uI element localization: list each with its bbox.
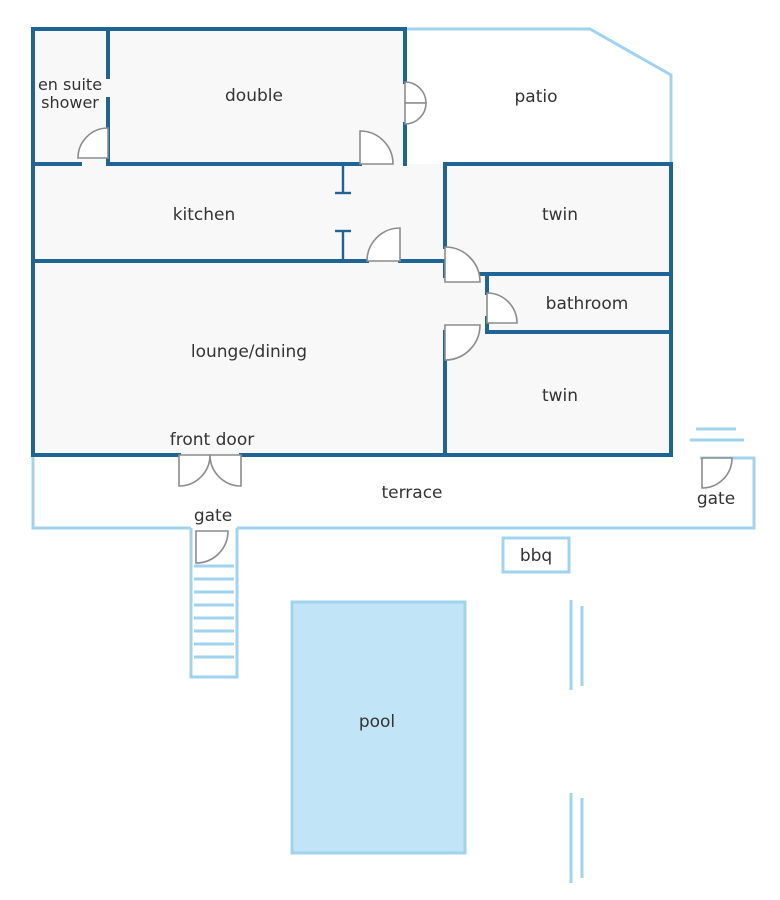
bbq-box bbox=[501, 536, 571, 574]
double-label: double bbox=[225, 86, 283, 106]
kitchen-door bbox=[366, 227, 401, 262]
bathroom-label: bathroom bbox=[546, 294, 629, 314]
double-to-hall-door bbox=[359, 130, 394, 165]
pool bbox=[290, 600, 467, 855]
room-labels: en suite shower double patio kitchen twi… bbox=[38, 75, 735, 732]
bathroom-door bbox=[486, 292, 518, 324]
ensuite-label-line2: shower bbox=[41, 93, 99, 112]
terrace-label: terrace bbox=[381, 483, 442, 503]
pool-label: pool bbox=[359, 712, 395, 732]
double-to-patio-door-upper bbox=[404, 81, 427, 104]
lounge-label: lounge/dining bbox=[191, 342, 307, 362]
ensuite-label-line1: en suite bbox=[38, 75, 102, 94]
front-door-left-leaf bbox=[178, 454, 211, 487]
double-to-patio-door-lower bbox=[404, 102, 427, 125]
twin-bottom-door bbox=[444, 324, 481, 361]
twin-top-label: twin bbox=[542, 205, 578, 225]
twin-bottom-label: twin bbox=[542, 386, 578, 406]
twin-top-door bbox=[444, 246, 481, 283]
right-gate-marks bbox=[690, 427, 744, 442]
front-door-label: front door bbox=[170, 430, 254, 450]
kitchen-label: kitchen bbox=[173, 205, 236, 225]
terrace-gate-door bbox=[701, 457, 733, 489]
patio-outline bbox=[405, 27, 673, 164]
gate-left-label: gate bbox=[194, 506, 232, 526]
doors bbox=[77, 81, 733, 564]
ensuite-door-swing bbox=[77, 127, 109, 159]
fence-lines bbox=[569, 600, 584, 883]
gate-right-label: gate bbox=[697, 489, 735, 509]
kitchen-jambs bbox=[335, 166, 351, 259]
stairs bbox=[189, 528, 239, 679]
room-fills bbox=[33, 29, 671, 455]
stair-gate-door bbox=[195, 530, 229, 564]
patio-label: patio bbox=[515, 87, 558, 107]
front-door-right-leaf bbox=[209, 454, 242, 487]
bbq-label: bbq bbox=[520, 546, 552, 566]
